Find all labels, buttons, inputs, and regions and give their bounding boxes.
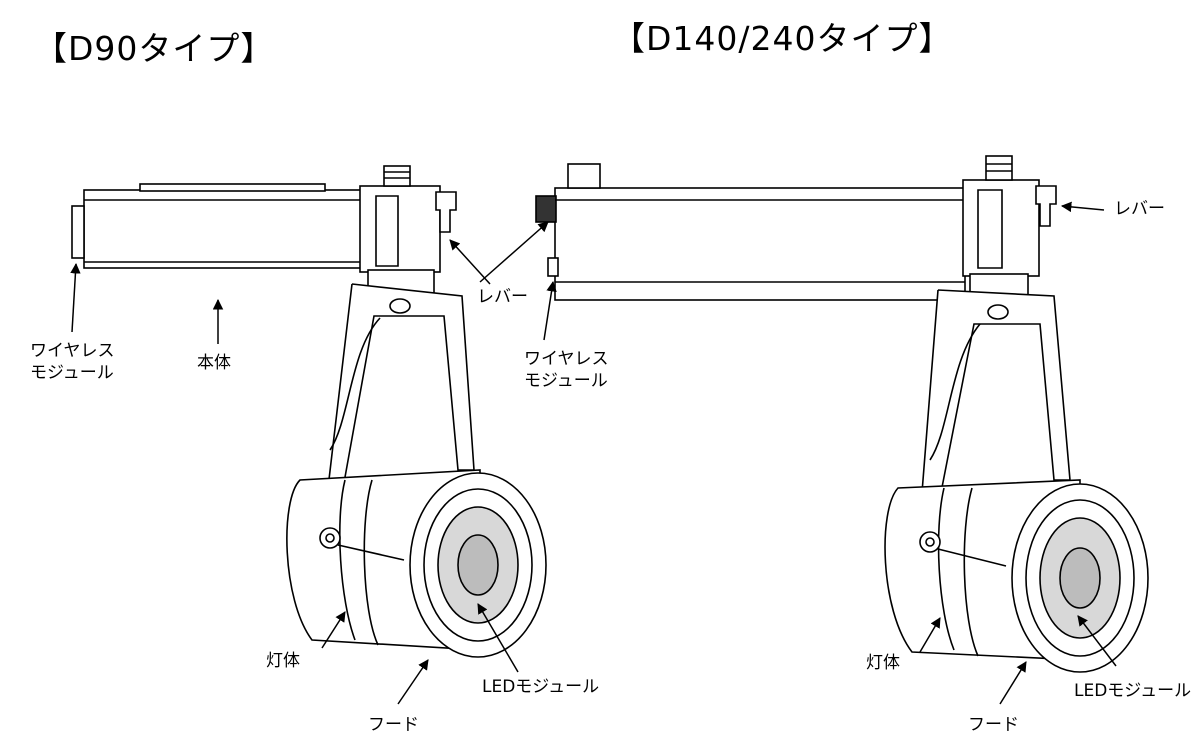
d90-wireless-label: ワイヤレス モジュール bbox=[30, 341, 115, 383]
d140-lampbody-arrow bbox=[919, 617, 941, 653]
d90-hood-arrow bbox=[397, 659, 429, 705]
d90-hood-label: フード bbox=[368, 715, 419, 735]
d140-lever bbox=[1035, 185, 1057, 227]
d140-wireless-module bbox=[535, 195, 557, 223]
d90-lampbody-arrow bbox=[321, 611, 346, 649]
d140-lever-left-arrow bbox=[479, 221, 549, 283]
d90-lever-label: レバー bbox=[477, 287, 528, 307]
d140-lever-arrow bbox=[1060, 201, 1105, 213]
d90-wireless-module bbox=[71, 205, 85, 259]
d140-240-fixture bbox=[535, 155, 1149, 673]
d140-hood-label: フード bbox=[968, 715, 1019, 735]
d140-body bbox=[554, 187, 966, 301]
d140-lever-label: レバー bbox=[1114, 199, 1165, 219]
d90-led-module-label: LEDモジュール bbox=[482, 677, 600, 697]
left-type-title: 【D90タイプ】 bbox=[34, 29, 275, 68]
d140-hood-arrow bbox=[999, 661, 1027, 705]
d90-led-arrow bbox=[477, 603, 519, 673]
d140-wireless-label: ワイヤレス モジュール bbox=[524, 349, 609, 391]
d140-led-module-label: LEDモジュール bbox=[1074, 681, 1192, 701]
d90-body-label: 本体 bbox=[197, 353, 231, 373]
d90-lever-arrow bbox=[449, 239, 491, 285]
d90-wireless-arrow bbox=[70, 262, 81, 333]
right-type-title: 【D140/240タイプ】 bbox=[612, 19, 953, 58]
d140-led-arrow bbox=[1077, 615, 1117, 667]
d90-lamp-body-label: 灯体 bbox=[266, 651, 300, 671]
d140-lamp-body-label: 灯体 bbox=[866, 653, 900, 673]
d140-wireless-arrow bbox=[543, 280, 557, 341]
d90-lever bbox=[435, 191, 457, 233]
d90-body bbox=[83, 189, 363, 269]
d90-fixture bbox=[71, 165, 547, 658]
